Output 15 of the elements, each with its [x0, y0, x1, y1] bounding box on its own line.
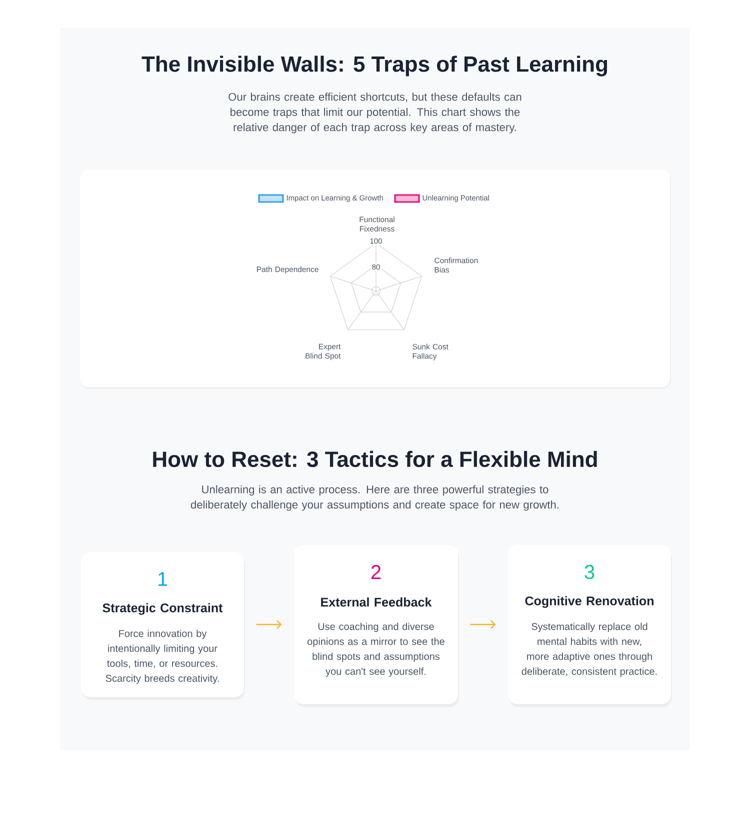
intro-text: Our brains create efficient shortcuts, but these defaults can become traps that limit our potential. This chart shows the relative danger of each trap across key areas of mastery. — [228, 92, 522, 134]
step-number: 2 — [371, 565, 381, 579]
step-description: Systematically replace old mental habits with new, more adaptive ones through deliberate, consistent practice. — [522, 622, 657, 677]
step-heading: External Feedback — [321, 597, 432, 607]
step-description: Force innovation by intentionally limiting your tools, time, or resources. Scarcity breeds creativity. — [106, 630, 219, 684]
step-heading: Cognitive Renovation — [525, 596, 654, 608]
heading: The Invisible Walls: 5 Traps of Past Learning — [142, 56, 608, 76]
step-number: 1 — [158, 572, 168, 586]
arrow — [256, 620, 282, 629]
heading: How to Reset: 3 Tactics for a Flexible Mind — [153, 450, 597, 468]
arrow — [470, 620, 496, 629]
step-description: Use coaching and diverse opinions as a mirror to see the blind spots and assumptions you can't see yourself. — [308, 622, 444, 677]
step-number: 3 — [584, 564, 594, 580]
step-heading: Strategic Constraint — [102, 603, 223, 615]
intro-text: Unlearning is an active process. Here are three powerful strategies to deliberately challenge your assumptions and create space for new growth. — [190, 485, 558, 511]
